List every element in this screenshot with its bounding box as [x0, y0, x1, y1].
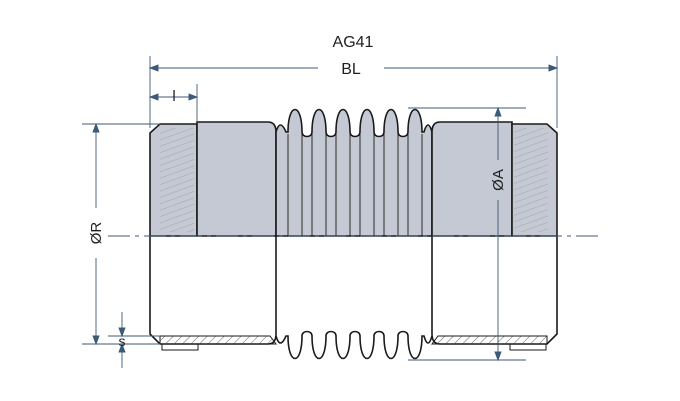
left-thread-pattern — [160, 128, 194, 232]
right-wall-hatch — [431, 335, 548, 345]
bellows-lower — [275, 330, 433, 360]
bellows-upper — [275, 108, 433, 237]
drawing-title: AG41 — [333, 34, 374, 51]
left-nipple — [196, 121, 277, 237]
right-thread-relief — [509, 343, 547, 351]
right-thread-pattern — [514, 128, 548, 232]
dimension-lines — [82, 56, 559, 368]
left-section-outline — [149, 236, 277, 345]
wall-thickness-label: s — [119, 333, 126, 349]
inner-diameter-label: ØA — [490, 169, 507, 191]
outer-diameter-label: ØR — [88, 222, 105, 245]
upper-half-view — [149, 108, 558, 237]
left-thread-relief — [161, 343, 199, 351]
bl-label: BL — [341, 61, 361, 78]
lower-half-section — [149, 236, 558, 360]
left-wall-hatch — [159, 335, 277, 345]
l-label: l — [172, 88, 175, 105]
bellows-convolution-lines — [287, 134, 423, 236]
right-section-outline — [431, 236, 558, 345]
